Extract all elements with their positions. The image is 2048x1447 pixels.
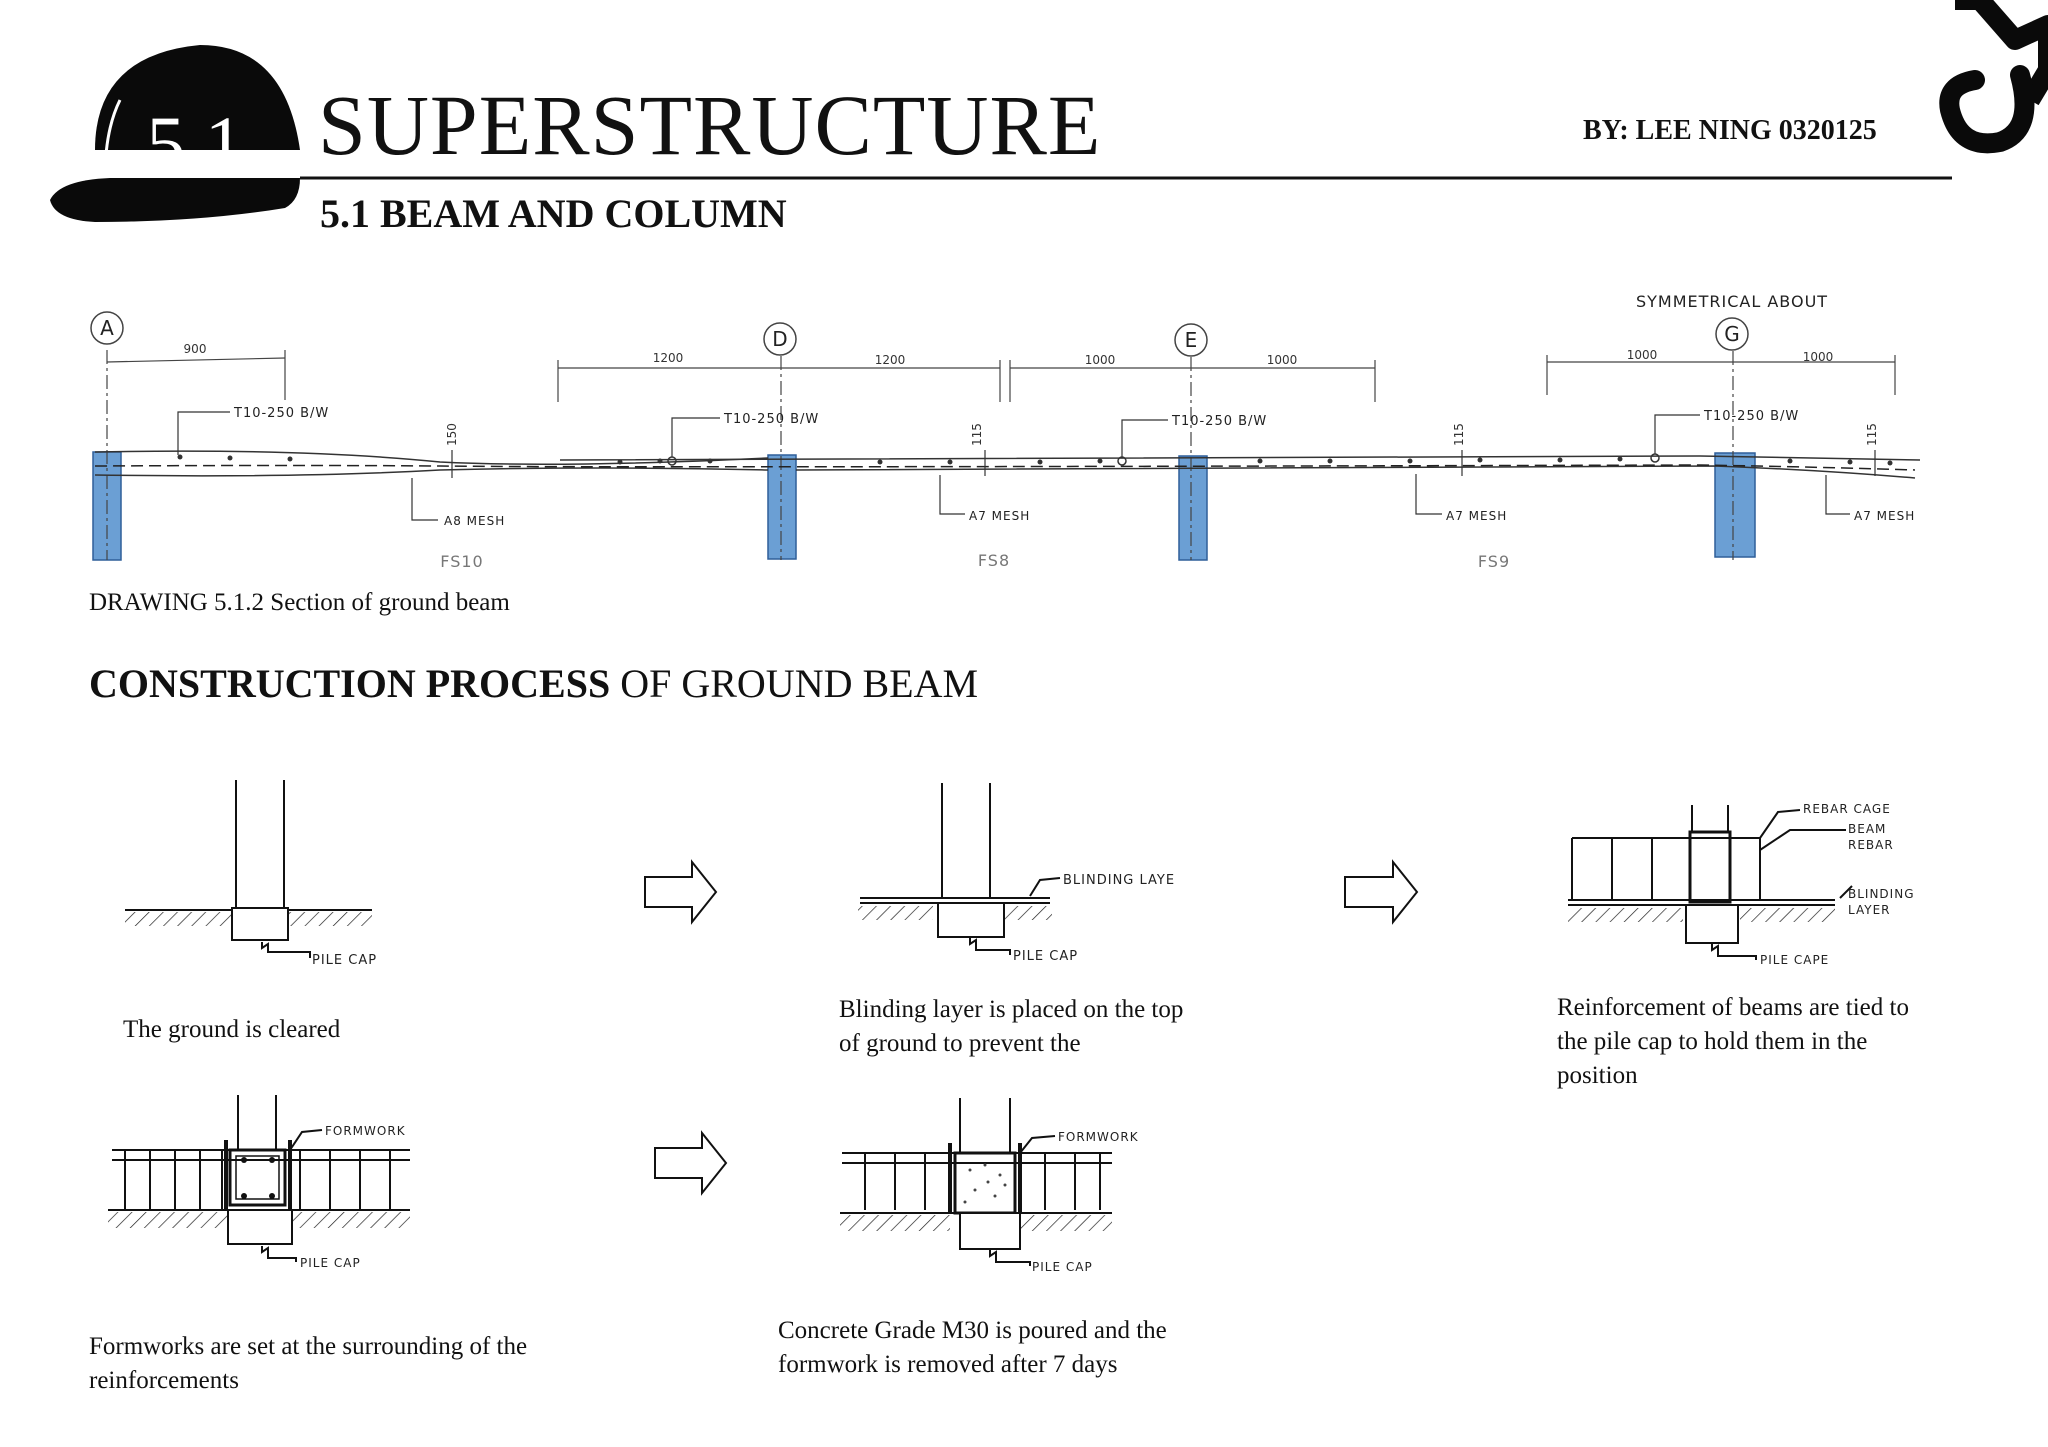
- step-5-caption: Concrete Grade M30 is poured and the for…: [778, 1317, 1167, 1378]
- crane-hook-icon: [1939, 0, 2048, 154]
- right-arrow-icon: [654, 1130, 728, 1196]
- dimension-label: 1000: [1085, 353, 1116, 367]
- grid-label-a: A: [100, 316, 114, 340]
- page-title: SUPERSTRUCTURE: [318, 77, 1102, 173]
- step-4-sketch: [108, 1095, 410, 1262]
- zone-label: FS10: [440, 552, 483, 571]
- dimension-label: 1200: [653, 351, 684, 365]
- symmetry-note: SYMMETRICAL ABOUT: [1636, 292, 1828, 311]
- process-heading-bold: CONSTRUCTION PROCESS: [89, 661, 611, 706]
- drawing-caption: DRAWING 5.1.2 Section of ground beam: [89, 589, 510, 616]
- step-label: REBAR: [1848, 838, 1894, 852]
- process-heading: CONSTRUCTION PROCESS OF GROUND BEAM: [89, 660, 978, 707]
- author-credit: BY: LEE NING 0320125: [1583, 115, 1877, 146]
- step-3-caption: Reinforcement of beams are tied to the p…: [1557, 994, 1909, 1089]
- dimension-label: 1000: [1803, 350, 1834, 364]
- rebar-label: T10-250 B/W: [1703, 409, 1799, 424]
- thickness-label: 115: [1452, 423, 1466, 446]
- column-g: [1714, 452, 1756, 558]
- dimension-label: 1200: [875, 353, 906, 367]
- step-label: PILE CAP: [300, 1256, 361, 1270]
- step-2-caption: Blinding layer is placed on the top of g…: [839, 996, 1184, 1057]
- step-label: FORMWORK: [1058, 1130, 1139, 1144]
- mesh-label: A7 MESH: [1446, 509, 1507, 523]
- dimension-label: 900: [184, 342, 207, 356]
- step-label: PILE CAP: [312, 953, 377, 968]
- section-subtitle: 5.1 BEAM AND COLUMN: [320, 191, 787, 236]
- mesh-label: A7 MESH: [969, 509, 1030, 523]
- step-1-caption: The ground is cleared: [123, 1016, 341, 1043]
- step-label: BEAM: [1848, 822, 1886, 836]
- thickness-label: 150: [445, 423, 459, 446]
- column-d: [767, 454, 797, 560]
- grid-label-e: E: [1185, 328, 1198, 352]
- step-label: BLINDING LAYE: [1063, 873, 1175, 888]
- step-1-sketch: [125, 780, 372, 958]
- zone-label: FS8: [978, 551, 1010, 570]
- step-label: PILE CAPE: [1760, 953, 1829, 967]
- thickness-label: 115: [970, 423, 984, 446]
- rebar-label: T10-250 B/W: [1171, 414, 1267, 429]
- column-e: [1178, 455, 1208, 561]
- step-4-caption: Formworks are set at the surrounding of …: [89, 1333, 528, 1394]
- step-2-sketch: [858, 783, 1061, 955]
- right-arrow-icon: [1344, 859, 1419, 925]
- hard-hat-icon: [50, 45, 300, 222]
- step-label: BLINDING: [1848, 887, 1915, 901]
- step-label: PILE CAP: [1032, 1260, 1093, 1274]
- step-label: PILE CAP: [1013, 949, 1078, 964]
- rebar-label: T10-250 B/W: [233, 406, 329, 421]
- step-label: FORMWORK: [325, 1124, 406, 1138]
- section-badge: 5.1: [146, 100, 244, 187]
- mesh-label: A8 MESH: [444, 514, 505, 528]
- step-5-sketch: [840, 1098, 1112, 1266]
- process-heading-rest: OF GROUND BEAM: [610, 661, 979, 706]
- zone-label: FS9: [1478, 552, 1510, 571]
- thickness-label: 115: [1865, 423, 1879, 446]
- dimension-label: 1000: [1267, 353, 1298, 367]
- right-arrow-icon: [644, 859, 718, 925]
- step-3-sketch: [1568, 805, 1853, 960]
- grid-label-d: D: [772, 327, 787, 351]
- mesh-label: A7 MESH: [1854, 509, 1915, 523]
- step-label: LAYER: [1848, 903, 1891, 917]
- rebar-label: T10-250 B/W: [723, 412, 819, 427]
- dimension-label: 1000: [1627, 348, 1658, 362]
- step-label: REBAR CAGE: [1803, 802, 1891, 816]
- grid-label-g: G: [1724, 322, 1740, 346]
